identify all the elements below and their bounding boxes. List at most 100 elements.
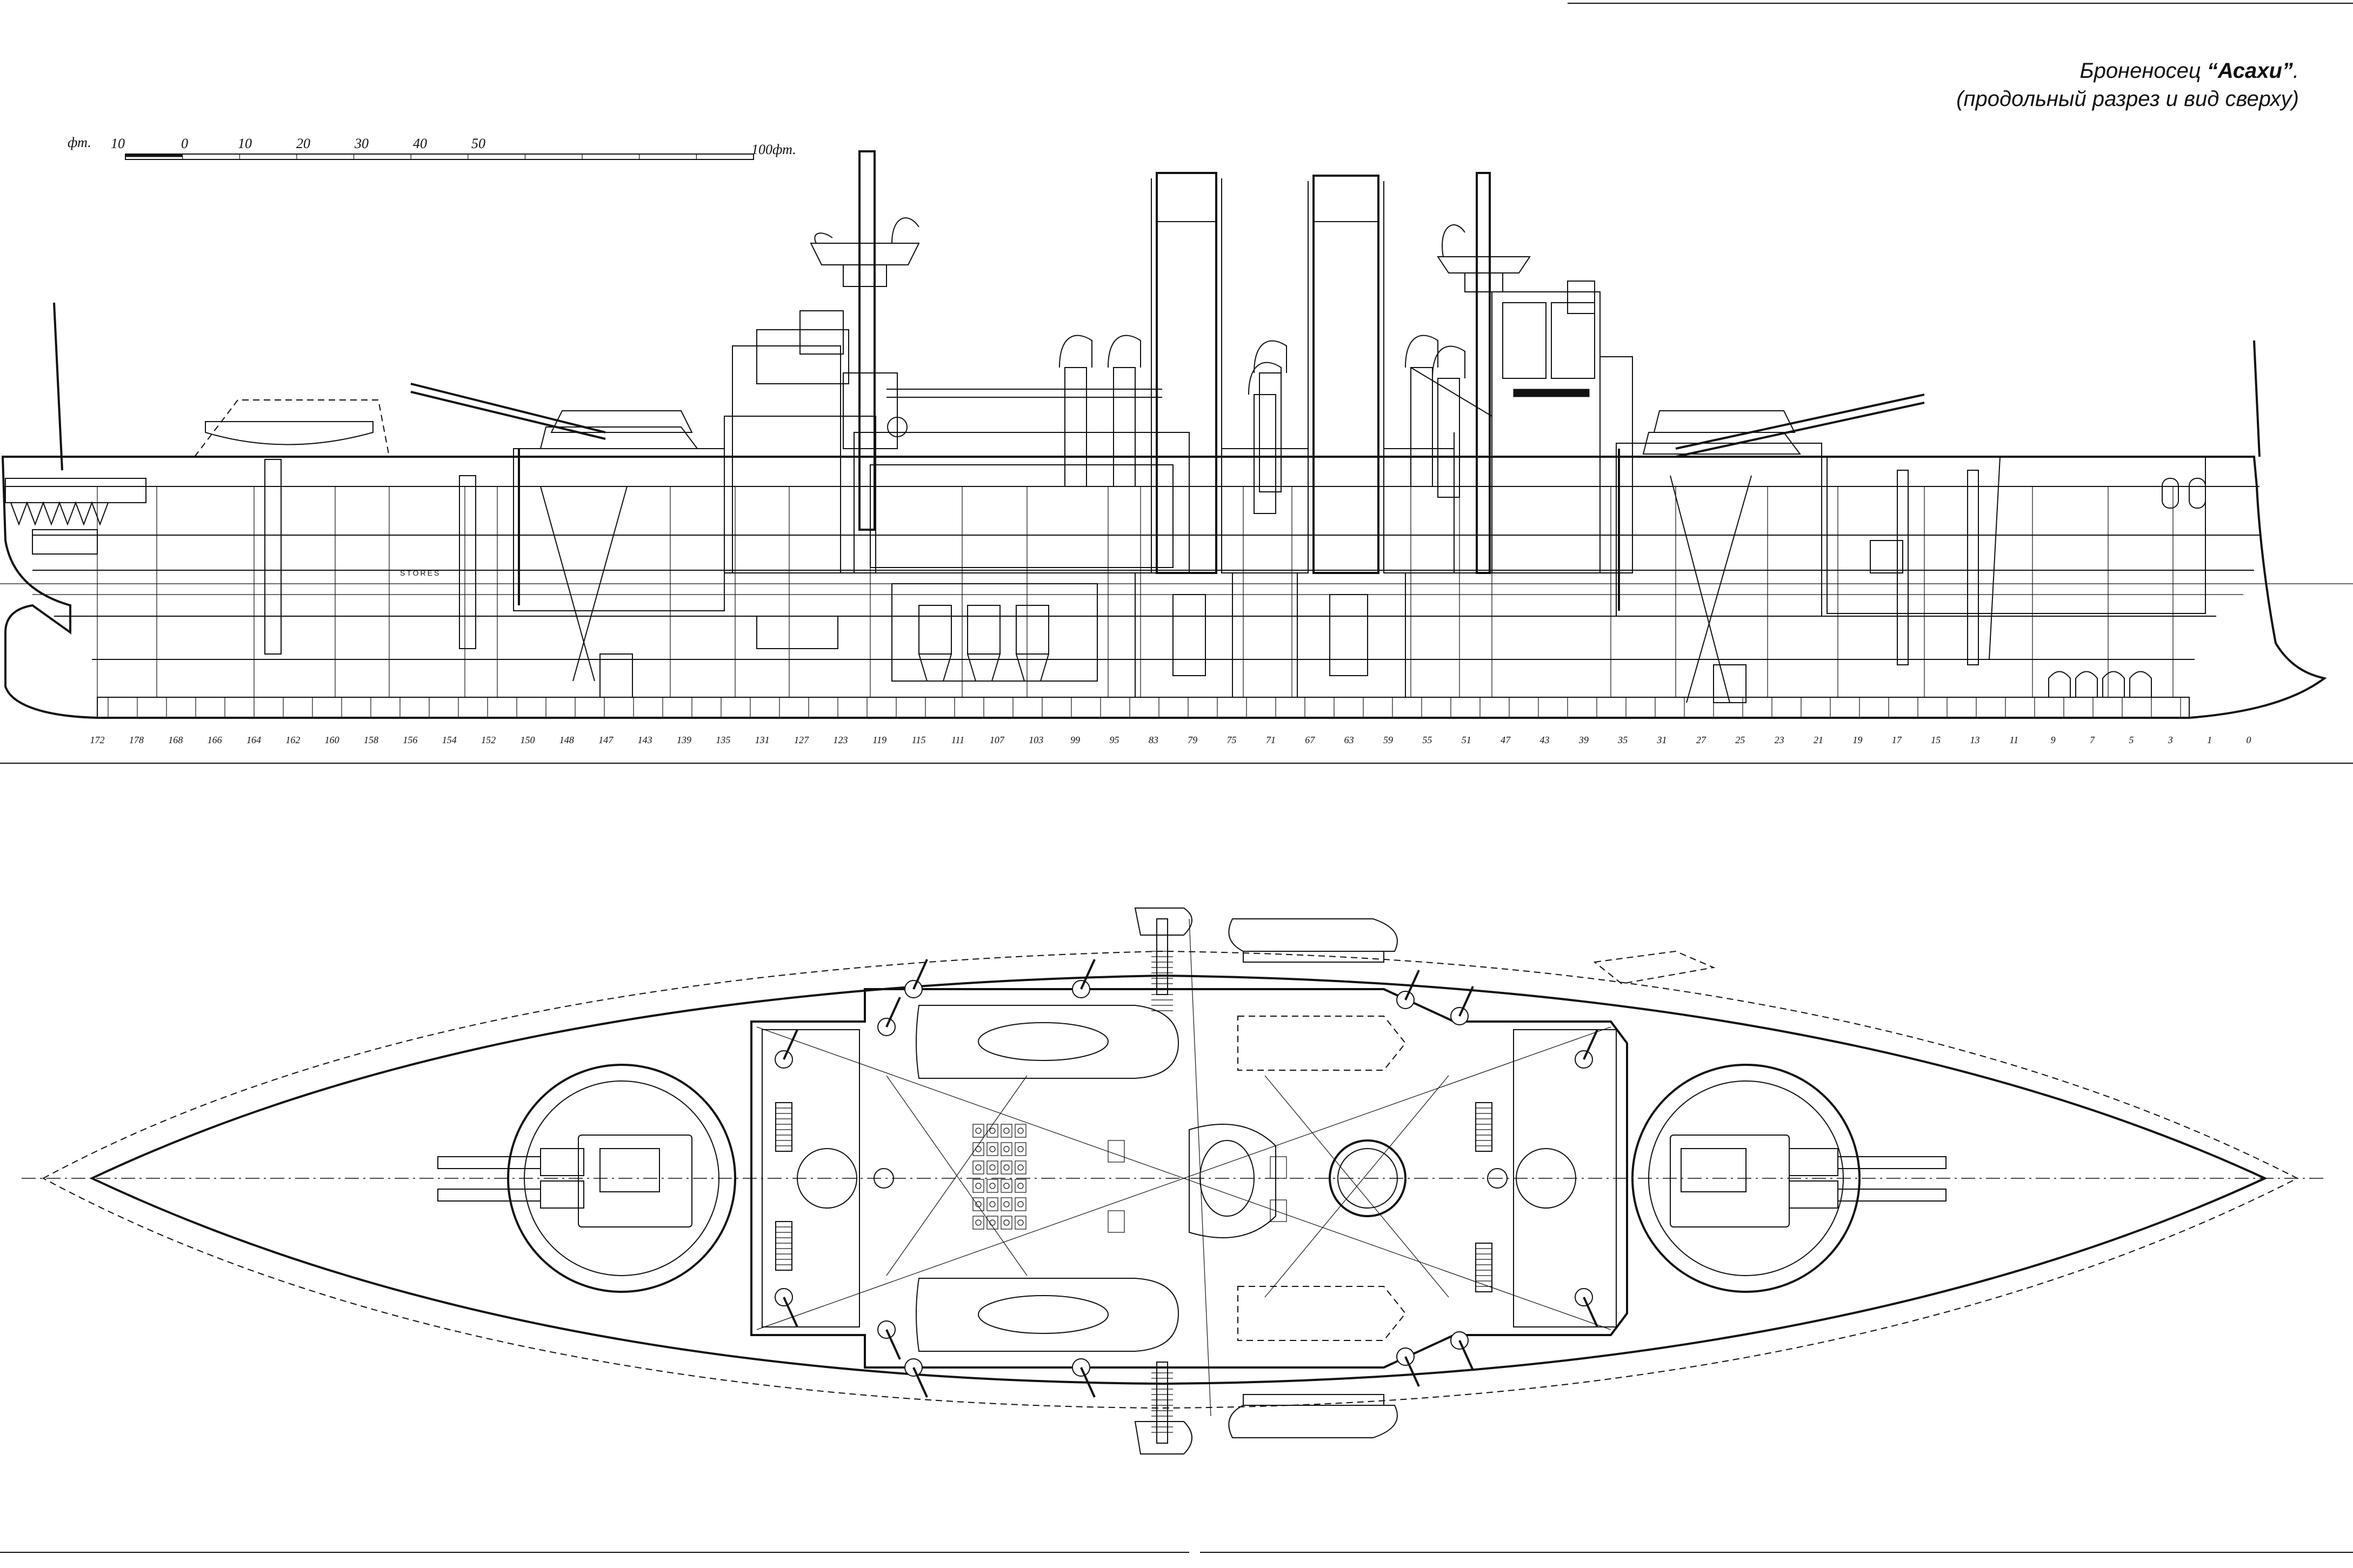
frame-number: 156 xyxy=(403,735,417,745)
frame-number: 148 xyxy=(559,735,574,745)
aft-barbette xyxy=(437,1064,736,1293)
decks xyxy=(3,456,2259,660)
frame-number: 9 xyxy=(2051,735,2056,745)
frame-number: 99 xyxy=(1070,735,1080,745)
fore-mast-base xyxy=(1516,1148,1576,1209)
jack-staff xyxy=(2253,340,2261,457)
frame-number: 1 xyxy=(2207,735,2212,745)
scale-tick-label: 20 xyxy=(296,136,310,151)
frame-number: 31 xyxy=(1657,735,1667,745)
frame-number: 59 xyxy=(1383,735,1393,745)
aft-gun-upper xyxy=(410,383,606,433)
drawing-subtitle: (продольный разрез и вид сверху) xyxy=(1956,87,2299,111)
frame-number: 143 xyxy=(638,735,652,745)
fore-main-turret xyxy=(1616,393,1925,703)
frame-number: 19 xyxy=(1852,735,1862,745)
skylight-grids xyxy=(972,1124,1287,1233)
frame-number: 127 xyxy=(794,735,809,745)
aft-casemate-block xyxy=(762,1029,860,1327)
frame-number: 79 xyxy=(1188,735,1197,745)
funnel-fore xyxy=(1297,175,1406,698)
funnel-aft xyxy=(1135,172,1233,698)
frame-number: 164 xyxy=(246,735,261,745)
frame-number: 135 xyxy=(716,735,730,745)
hull-outline-upper-deck xyxy=(42,950,2299,1409)
amidships-battery xyxy=(854,432,1190,682)
frame-number: 17 xyxy=(1892,735,1902,745)
frame-number: 39 xyxy=(1578,735,1589,745)
aft-funnel-top xyxy=(1199,1140,1255,1217)
foremast xyxy=(1410,172,1531,574)
main-mast xyxy=(810,150,1162,531)
frame-number: 15 xyxy=(1931,735,1941,745)
scale-unit-right: 100фт. xyxy=(751,142,796,157)
frame-number: 154 xyxy=(442,735,457,745)
frame-number: 103 xyxy=(1029,735,1043,745)
fore-casemate-block xyxy=(1513,1029,1617,1327)
frame-number: 23 xyxy=(1775,735,1784,745)
plan-view xyxy=(22,908,2324,1454)
scale-unit-left: фт. xyxy=(68,135,91,150)
scale-tick-label: 40 xyxy=(413,136,427,151)
aft-superstructure xyxy=(724,310,898,649)
bulkheads xyxy=(97,486,2174,697)
scale-tick-label: 50 xyxy=(471,136,485,151)
frame-number: 152 xyxy=(481,735,496,745)
hull-outline xyxy=(1,456,2327,719)
aft-boilers xyxy=(918,605,1049,682)
frame-number: 131 xyxy=(755,735,770,745)
bow-section xyxy=(1827,340,2261,697)
fore-gun-upper xyxy=(1675,393,1925,450)
frame-number: 21 xyxy=(1814,735,1823,745)
frame-number: 3 xyxy=(2168,735,2173,745)
frame-number: 11 xyxy=(2009,735,2018,745)
frame-number: 158 xyxy=(364,735,378,745)
title-block: Броненосец “Асахи”. (продольный разрез и… xyxy=(1956,57,2299,113)
title-prefix: Броненосец xyxy=(2079,59,2207,83)
frame-number: 7 xyxy=(2090,735,2095,745)
scale-tick-label: 0 xyxy=(181,136,188,151)
scale-tick-marks xyxy=(125,154,754,159)
title-suffix: . xyxy=(2292,59,2299,83)
accommodation-ladders xyxy=(775,951,1492,1433)
aft-mast-base xyxy=(797,1148,857,1209)
fore-bridge xyxy=(1454,281,1633,573)
frame-number: 139 xyxy=(677,735,691,745)
frame-number: 5 xyxy=(2129,735,2134,745)
frame-number: 178 xyxy=(129,735,144,745)
stern-flagstaff xyxy=(53,302,63,471)
fore-gun-barrel-2 xyxy=(1837,1189,1947,1202)
drawing-title: Броненосец “Асахи”. xyxy=(1956,57,2299,85)
frame-number: 27 xyxy=(1696,735,1707,745)
deck-boats xyxy=(916,950,1716,1352)
frame-number: 83 xyxy=(1149,735,1158,745)
fore-derrick xyxy=(1410,367,1492,417)
frame-number: 166 xyxy=(208,735,222,745)
keel-frame-lines xyxy=(108,697,2181,718)
secondary-guns xyxy=(775,959,1598,1398)
frame-number: 168 xyxy=(168,735,183,745)
frame-number: 75 xyxy=(1227,735,1237,745)
superstructure-outline xyxy=(750,988,1628,1369)
frame-number: 162 xyxy=(285,735,300,745)
ship-name: “Асахи” xyxy=(2207,59,2293,83)
fore-gun-barrel-1 xyxy=(1837,1156,1947,1169)
scale-tick-label: 30 xyxy=(354,136,369,151)
ventilator-cowls xyxy=(1059,335,1465,514)
frame-number: 172 xyxy=(90,735,105,745)
frame-number: 47 xyxy=(1501,735,1511,745)
fore-funnel-top xyxy=(1329,1139,1407,1217)
frame-number: 25 xyxy=(1735,735,1745,745)
rigging-lines xyxy=(756,918,1611,1417)
longitudinal-section: STORES xyxy=(0,150,2353,745)
fore-barbette xyxy=(1631,1064,1947,1293)
frame-number: 71 xyxy=(1266,735,1276,745)
page-border xyxy=(0,3,2353,1553)
aft-main-turret xyxy=(410,383,725,698)
frame-number: 55 xyxy=(1422,735,1432,745)
frame-number: 160 xyxy=(325,735,339,745)
